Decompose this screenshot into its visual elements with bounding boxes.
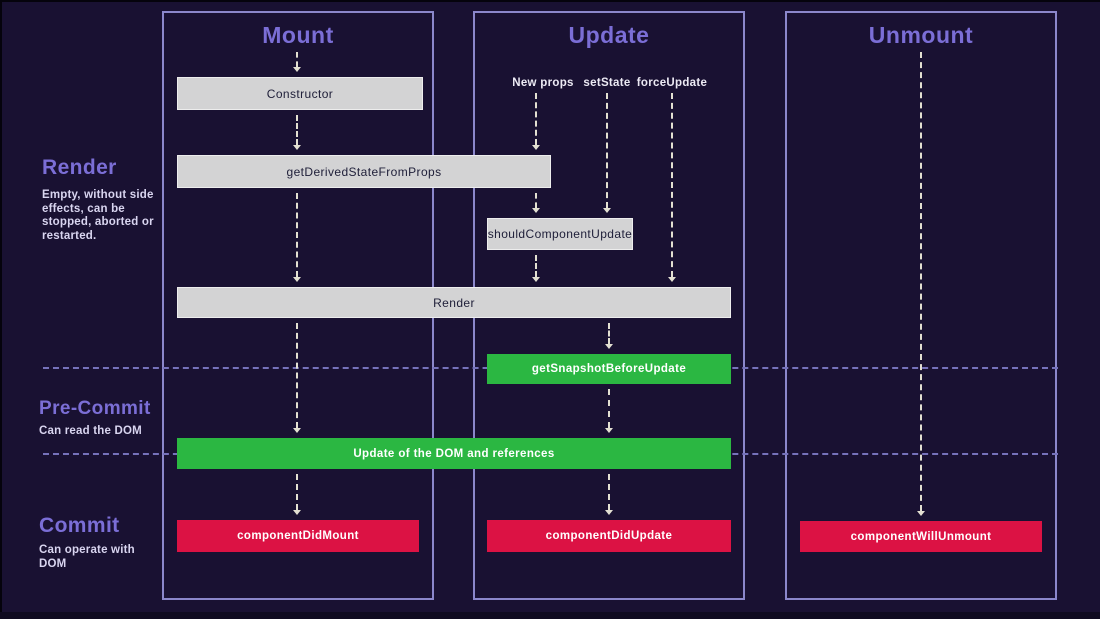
lifecycle-box-component-did-update[interactable]: componentDidUpdate	[487, 520, 731, 552]
flow-arrow-head-icon	[668, 277, 676, 282]
flow-arrow-line-3	[296, 193, 298, 277]
column-unmount: Unmount	[785, 11, 1057, 600]
flow-arrow-line-9	[606, 93, 608, 208]
lifecycle-box-get-snapshot-before-update[interactable]: getSnapshotBeforeUpdate	[487, 354, 731, 384]
phase-description-render: Empty, without side effects, can be stop…	[42, 189, 154, 242]
flow-arrow-line-11	[608, 323, 610, 344]
phase-description-pre-commit: Can read the DOM	[39, 425, 142, 437]
flow-arrow-head-icon	[293, 428, 301, 433]
lifecycle-box-constructor[interactable]: Constructor	[177, 77, 423, 110]
flow-arrow-head-icon	[532, 145, 540, 150]
page-edge-bottom	[0, 612, 1100, 619]
flow-arrow-line-8	[535, 255, 537, 277]
lifecycle-box-component-did-mount[interactable]: componentDidMount	[177, 520, 419, 552]
flow-arrow-head-icon	[605, 510, 613, 515]
flow-arrow-head-icon	[293, 277, 301, 282]
trigger-label-force-update: forceUpdate	[636, 77, 708, 89]
flow-arrow-line-13	[608, 474, 610, 510]
flow-arrow-head-icon	[605, 344, 613, 349]
flow-arrow-line-6	[535, 93, 537, 145]
flow-arrow-line-12	[608, 389, 610, 428]
flow-arrow-head-icon	[293, 67, 301, 72]
flow-arrow-line-5	[296, 474, 298, 510]
column-heading-unmount: Unmount	[868, 22, 974, 48]
flow-arrow-head-icon	[917, 511, 925, 516]
flow-arrow-head-icon	[532, 208, 540, 213]
lifecycle-box-should-component-update[interactable]: shouldComponentUpdate	[487, 218, 633, 250]
phase-label-render: Render	[42, 156, 117, 179]
trigger-label-set-state: setState	[583, 77, 631, 89]
column-heading-update: Update	[568, 22, 650, 48]
lifecycle-box-render[interactable]: Render	[177, 287, 731, 318]
phase-label-pre-commit: Pre-Commit	[39, 398, 151, 419]
flow-arrow-line-7	[535, 193, 537, 208]
phase-description-commit: Can operate with DOM	[39, 544, 135, 570]
flow-arrow-line-14	[920, 52, 922, 511]
flow-arrow-head-icon	[532, 277, 540, 282]
column-heading-mount: Mount	[262, 22, 334, 48]
flow-arrow-head-icon	[293, 145, 301, 150]
lifecycle-box-update-dom-and-refs[interactable]: Update of the DOM and references	[177, 438, 731, 469]
lifecycle-box-get-derived-state-from-props[interactable]: getDerivedStateFromProps	[177, 155, 551, 188]
flow-arrow-line-1	[296, 52, 298, 67]
flow-arrow-head-icon	[605, 428, 613, 433]
flow-arrow-line-4	[296, 323, 298, 428]
flow-arrow-line-2	[296, 115, 298, 145]
flow-arrow-head-icon	[603, 208, 611, 213]
phase-label-commit: Commit	[39, 514, 120, 537]
page-edge-top	[0, 0, 1100, 2]
trigger-label-new-props: New props	[512, 77, 574, 89]
flow-arrow-head-icon	[293, 510, 301, 515]
flow-arrow-line-10	[671, 93, 673, 277]
lifecycle-box-component-will-unmount[interactable]: componentWillUnmount	[800, 521, 1042, 552]
page-edge-left	[0, 0, 2, 619]
